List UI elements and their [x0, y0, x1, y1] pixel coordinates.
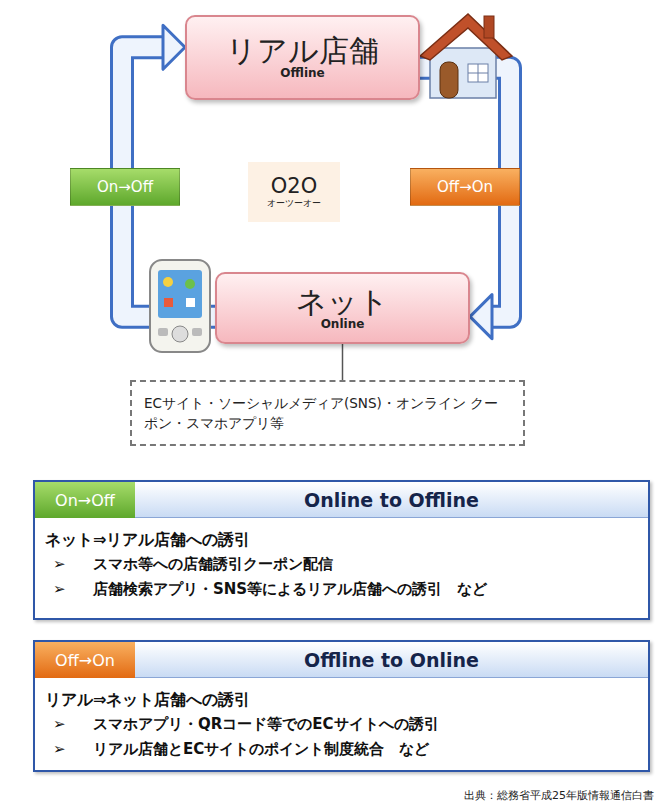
explain-panel: ネット⇒リアル店舗への誘引➢スマホ等への店舗誘引クーポン配信➢店舗検索アプリ・S…: [33, 480, 650, 620]
bullet-text: 店舗検索アプリ・SNS等によるリアル店舗への誘引 など: [93, 577, 487, 602]
direction-tag: Off→On: [410, 168, 520, 206]
net-box: ネットOnline: [215, 272, 470, 344]
node-text: Online to Offline: [304, 489, 479, 511]
note-box: ECサイト・ソーシャルメディア(SNS)・オンライン クーポン・スマホアプリ等: [130, 380, 525, 446]
bullet-mark: ➢: [45, 552, 93, 577]
node-text: On→Off: [55, 491, 115, 510]
node-text: ECサイト・ソーシャルメディア(SNS)・オンライン クーポン・スマホアプリ等: [144, 393, 511, 434]
bullet-row: ➢スマホアプリ・QRコード等でのECサイトへの誘引: [45, 712, 638, 737]
panel-tab: Off→On: [35, 642, 135, 678]
explain-panel: リアル⇒ネット店舗への誘引➢スマホアプリ・QRコード等でのECサイトへの誘引➢リ…: [33, 640, 650, 772]
panel-heading: ネット⇒リアル店舗への誘引: [45, 528, 638, 552]
node-text: リアル店舗: [226, 34, 379, 67]
house-icon: [420, 14, 512, 98]
bullet-mark: ➢: [45, 737, 93, 762]
bullet-mark: ➢: [45, 577, 93, 602]
store-box: リアル店舗Offline: [185, 15, 420, 100]
bullet-text: スマホ等への店舗誘引クーポン配信: [93, 552, 333, 577]
source-caption: 出典：総務省平成25年版情報通信白書: [464, 788, 654, 803]
node-text: Online: [321, 318, 365, 331]
node-text: ネット: [296, 285, 389, 318]
panel-tab: On→Off: [35, 482, 135, 518]
panel-header: Online to Offline: [135, 482, 648, 518]
bullet-row: ➢リアル店舗とECサイトのポイント制度統合 など: [45, 737, 638, 762]
leader-line: [342, 344, 343, 380]
node-text: Off→On: [437, 178, 493, 196]
panel-heading: リアル⇒ネット店舗への誘引: [45, 688, 638, 712]
node-text: Offline to Online: [304, 649, 479, 671]
title-box: O2Oオーツーオー: [248, 162, 340, 222]
bullet-text: リアル店舗とECサイトのポイント制度統合 など: [93, 737, 429, 762]
phone-icon: [150, 260, 210, 352]
node-text: オーツーオー: [267, 198, 321, 209]
bullet-text: スマホアプリ・QRコード等でのECサイトへの誘引: [93, 712, 439, 737]
node-text: Off→On: [55, 651, 115, 670]
bullet-row: ➢店舗検索アプリ・SNS等によるリアル店舗への誘引 など: [45, 577, 638, 602]
bullet-row: ➢スマホ等への店舗誘引クーポン配信: [45, 552, 638, 577]
direction-tag: On→Off: [70, 168, 180, 206]
node-text: O2O: [271, 175, 317, 198]
panel-header: Offline to Online: [135, 642, 648, 678]
bullet-mark: ➢: [45, 712, 93, 737]
node-text: On→Off: [97, 178, 153, 196]
node-text: Offline: [280, 67, 324, 80]
